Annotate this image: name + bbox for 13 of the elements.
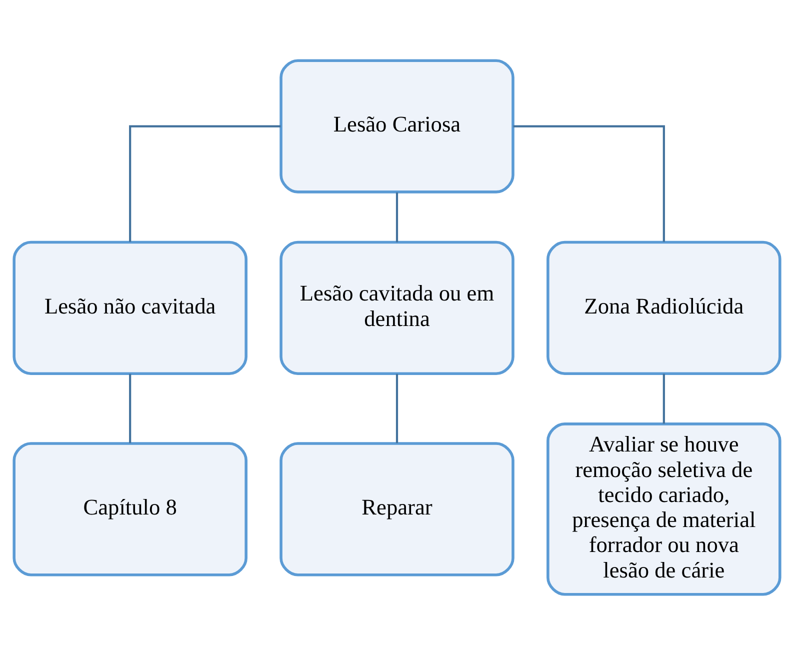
node-box: Capítulo 8 (12, 442, 248, 576)
connector (662, 373, 665, 424)
node-box: Lesão Cariosa (280, 58, 514, 193)
node-box: Avaliar se houve remoção seletiva de tecido cariado, presença de material forrador ou nova lesão de cárie (546, 422, 782, 596)
node-box: Reparar (280, 442, 514, 576)
node-box: Lesão não cavitada (12, 240, 248, 375)
connector (396, 373, 398, 443)
node-box: Zona Radiolúcida (546, 240, 782, 375)
connector (513, 124, 665, 242)
connector (129, 124, 281, 242)
connector (396, 192, 398, 242)
node-box: Lesão cavitada ou em dentina (280, 240, 514, 375)
connector (129, 373, 132, 443)
